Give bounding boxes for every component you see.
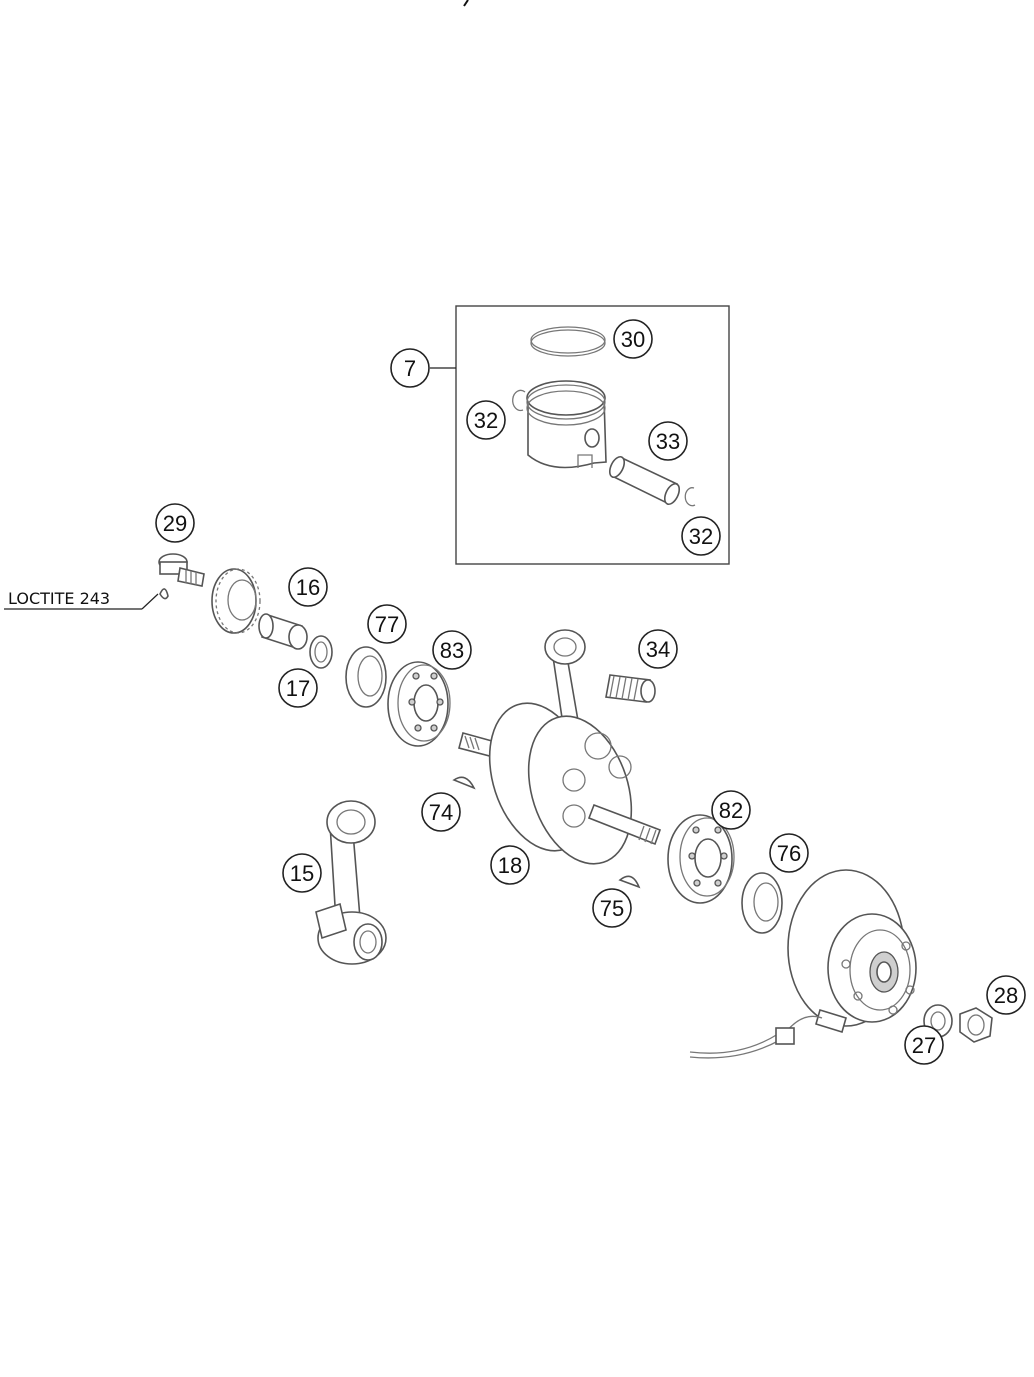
svg-text:76: 76 xyxy=(777,841,801,866)
callout-75: 75 xyxy=(592,888,632,928)
callout-76: 76 xyxy=(769,833,809,873)
drive-gear xyxy=(211,568,261,634)
callout-32-right: 32 xyxy=(681,516,721,556)
callout-28: 28 xyxy=(986,975,1026,1015)
flange-nut xyxy=(959,1007,993,1043)
svg-text:16: 16 xyxy=(296,575,320,600)
svg-text:34: 34 xyxy=(646,637,670,662)
woodruff-key-left xyxy=(452,776,476,790)
oil-seal-right xyxy=(741,872,783,934)
svg-text:27: 27 xyxy=(912,1033,936,1058)
callout-82: 82 xyxy=(711,790,751,830)
flange-bolt xyxy=(158,553,205,587)
svg-text:83: 83 xyxy=(440,638,464,663)
title-fragment xyxy=(463,0,469,7)
svg-text:30: 30 xyxy=(621,327,645,352)
svg-text:74: 74 xyxy=(429,800,453,825)
shim-washer xyxy=(309,635,333,669)
circlip-right xyxy=(684,487,696,507)
callout-18: 18 xyxy=(490,845,530,885)
svg-text:75: 75 xyxy=(600,896,624,921)
piston-pin xyxy=(608,455,681,506)
svg-text:7: 7 xyxy=(404,356,416,381)
ball-bearing-left xyxy=(387,661,451,747)
callout-74: 74 xyxy=(421,792,461,832)
svg-text:29: 29 xyxy=(163,511,187,536)
ignition-rotor xyxy=(689,869,917,1059)
callout-7: 7 xyxy=(390,348,430,388)
svg-text:15: 15 xyxy=(290,861,314,886)
piston xyxy=(526,380,607,469)
callout-17: 17 xyxy=(278,668,318,708)
piston-kit-box xyxy=(455,305,730,565)
ball-bearing-right xyxy=(667,814,735,904)
svg-text:18: 18 xyxy=(498,853,522,878)
svg-text:77: 77 xyxy=(375,612,399,637)
callout-77: 77 xyxy=(367,604,407,644)
svg-text:28: 28 xyxy=(994,983,1018,1008)
callout-33: 33 xyxy=(648,421,688,461)
loctite-drop xyxy=(159,588,169,600)
svg-text:32: 32 xyxy=(689,524,713,549)
callout-29: 29 xyxy=(155,503,195,543)
callout-34: 34 xyxy=(638,629,678,669)
callout-32-left: 32 xyxy=(466,400,506,440)
callout-16: 16 xyxy=(288,567,328,607)
loctite-note: LOCTITE 243 xyxy=(8,589,110,608)
svg-text:32: 32 xyxy=(474,408,498,433)
callout-83: 83 xyxy=(432,630,472,670)
piston-ring xyxy=(530,326,606,357)
oil-seal-left xyxy=(345,646,387,708)
svg-text:82: 82 xyxy=(719,798,743,823)
callout-27: 27 xyxy=(904,1025,944,1065)
crankshaft-assembly xyxy=(458,629,662,865)
svg-text:17: 17 xyxy=(286,676,310,701)
callout-30: 30 xyxy=(613,319,653,359)
callout-15: 15 xyxy=(282,853,322,893)
needle-bearing xyxy=(605,674,656,703)
connecting-rod xyxy=(315,800,387,965)
woodruff-key-right xyxy=(618,875,641,889)
spacer-sleeve xyxy=(258,613,308,650)
svg-text:33: 33 xyxy=(656,429,680,454)
circlip-left xyxy=(512,389,526,412)
